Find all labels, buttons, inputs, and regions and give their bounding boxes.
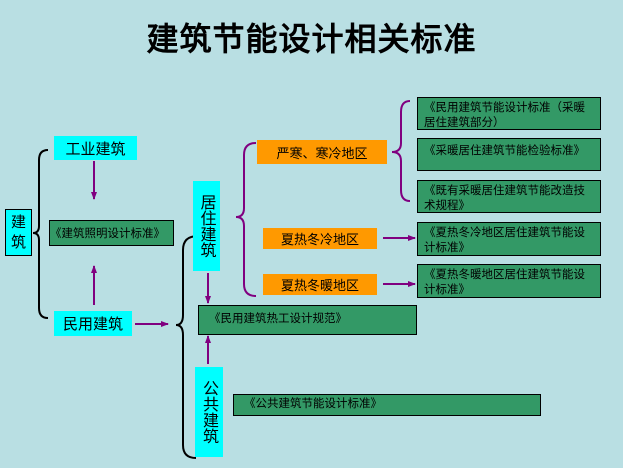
residential-label: 居住建筑	[197, 194, 217, 258]
public-box: 公共建筑	[195, 367, 223, 457]
region-hscw-label: 夏热冬冷地区	[280, 233, 359, 248]
standard-existing-retrofit: 《既有采暖居住建筑节能改造技术规程》	[417, 180, 601, 213]
standard-civil-thermal-label: 《民用建筑热工设计规范》	[209, 310, 347, 325]
brace-root	[32, 149, 49, 319]
public-label: 公共建筑	[200, 380, 219, 444]
region-hscw-box: 夏热冬冷地区	[263, 228, 377, 249]
brace-cold-region	[391, 100, 411, 202]
page-title: 建筑节能设计相关标准	[146, 20, 477, 58]
root-label: 建筑	[10, 213, 26, 251]
industrial-box: 工业建筑	[54, 136, 137, 160]
standard-heating-inspection-label: 《采暖居住建筑节能检验标准》	[424, 143, 585, 157]
standard-civil-energy-heating-label: 《民用建筑节能设计标准（采暖居住建筑部分）	[424, 100, 585, 129]
standard-existing-retrofit-label: 《既有采暖居住建筑节能改造技术规程》	[424, 183, 585, 212]
standard-public-energy: 《公共建筑节能设计标准》	[233, 394, 541, 416]
standard-lighting: 《建筑照明设计标准》	[49, 220, 174, 246]
standard-heating-inspection: 《采暖居住建筑节能检验标准》	[417, 138, 601, 171]
brace-civil	[175, 235, 199, 459]
root-box: 建筑	[5, 209, 32, 256]
standard-hsww: 《夏热冬暖地区居住建筑节能设计标准》	[417, 264, 601, 298]
region-cold-box: 严寒、寒冷地区	[257, 140, 387, 164]
standard-public-energy-label: 《公共建筑节能设计标准》	[244, 395, 382, 410]
civil-box: 民用建筑	[54, 311, 132, 336]
brace-residential	[235, 142, 257, 297]
standard-civil-energy-heating: 《民用建筑节能设计标准（采暖居住建筑部分）	[417, 97, 601, 130]
residential-box: 居住建筑	[193, 181, 220, 271]
region-hsww-label: 夏热冬暖地区	[280, 279, 359, 294]
industrial-label: 工业建筑	[65, 139, 126, 158]
region-hsww-box: 夏热冬暖地区	[263, 274, 377, 295]
standard-lighting-label: 《建筑照明设计标准》	[50, 225, 165, 240]
standard-civil-thermal: 《民用建筑热工设计规范》	[198, 305, 417, 335]
standard-hsww-label: 《夏热冬暖地区居住建筑节能设计标准》	[424, 267, 585, 296]
civil-label: 民用建筑	[62, 315, 123, 333]
standard-hscw-label: 《夏热冬冷地区居住建筑节能设计标准》	[424, 225, 585, 254]
standard-hscw: 《夏热冬冷地区居住建筑节能设计标准》	[417, 222, 601, 256]
region-cold-label: 严寒、寒冷地区	[276, 146, 368, 162]
